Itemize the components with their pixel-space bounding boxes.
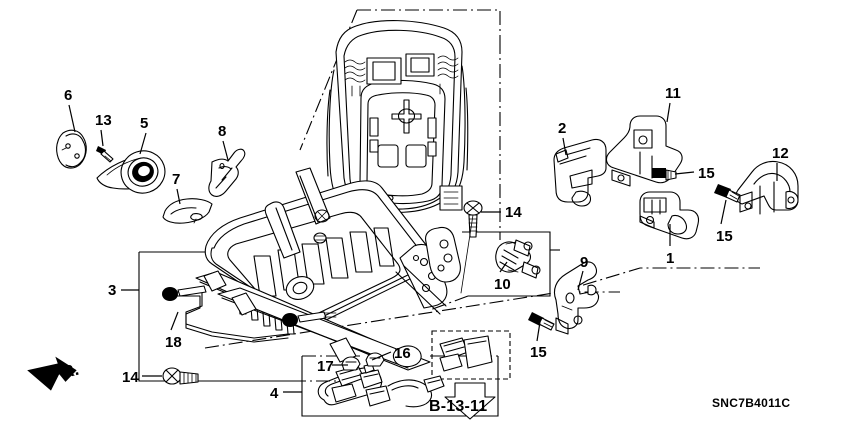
callout-14-upper: 14	[505, 204, 522, 221]
callout-15-near-12: 15	[716, 228, 733, 245]
callout-5: 5	[140, 115, 149, 132]
callout-4: 4	[270, 385, 279, 402]
callout-10: 10	[494, 276, 511, 293]
part-11-rail-cover-rear	[605, 115, 683, 187]
part-15-screw-near-9	[528, 312, 555, 331]
part-15-screw-near-12	[714, 184, 741, 203]
part-14-flange-bolt-lower	[162, 367, 199, 385]
callout-9: 9	[580, 254, 589, 271]
callout-3: 3	[108, 282, 117, 299]
callout-6: 6	[64, 87, 73, 104]
callout-17: 17	[317, 358, 334, 375]
part-9-release-lever-bracket	[553, 261, 600, 335]
callout-18: 18	[165, 334, 182, 351]
callout-15-near-9: 15	[530, 344, 547, 361]
callout-8: 8	[218, 123, 227, 140]
callout-15-near-11: 15	[698, 165, 715, 182]
callout-11: 11	[665, 85, 681, 102]
drawing-part-number: SNC7B4011C	[712, 396, 791, 410]
part-14-flange-bolt-upper	[460, 200, 483, 294]
callout-14-lower: 14	[122, 369, 139, 386]
part-4-wire-harness-assembly	[317, 352, 445, 408]
callout-12: 12	[772, 145, 789, 162]
callout-2: 2	[558, 120, 567, 137]
part-15-screw-near-11	[652, 168, 677, 181]
part-18-spring-rod	[162, 285, 337, 343]
part-2-rail-end-cover-inner	[553, 138, 607, 207]
callout-7: 7	[172, 171, 181, 188]
seat-cushion-frame	[195, 167, 461, 371]
group-10-boundary	[429, 231, 560, 311]
part-1-rail-end-cover-outer	[639, 191, 700, 240]
part-8-side-bracket-cover	[208, 148, 246, 197]
callout-13: 13	[95, 112, 112, 129]
front-direction-arrow	[27, 356, 77, 391]
reference-callout-label: B-13-11	[429, 398, 488, 415]
part-6-adjuster-knob-cap	[56, 129, 87, 169]
part-10-slide-rail-bracket-set	[495, 239, 541, 279]
part-12-rail-cover-front	[735, 160, 799, 215]
part-5-recline-adjuster-knob	[96, 150, 166, 194]
lower-region-divider-2	[559, 267, 760, 293]
callout-16: 16	[394, 345, 411, 362]
reference-callout-group	[431, 330, 511, 420]
reference-connector-detail	[439, 335, 493, 372]
part-13-tapping-screw	[96, 146, 114, 163]
part-7-height-lever-cover	[162, 198, 213, 224]
callout-leader-lines	[68, 102, 778, 393]
callout-1: 1	[666, 250, 675, 267]
